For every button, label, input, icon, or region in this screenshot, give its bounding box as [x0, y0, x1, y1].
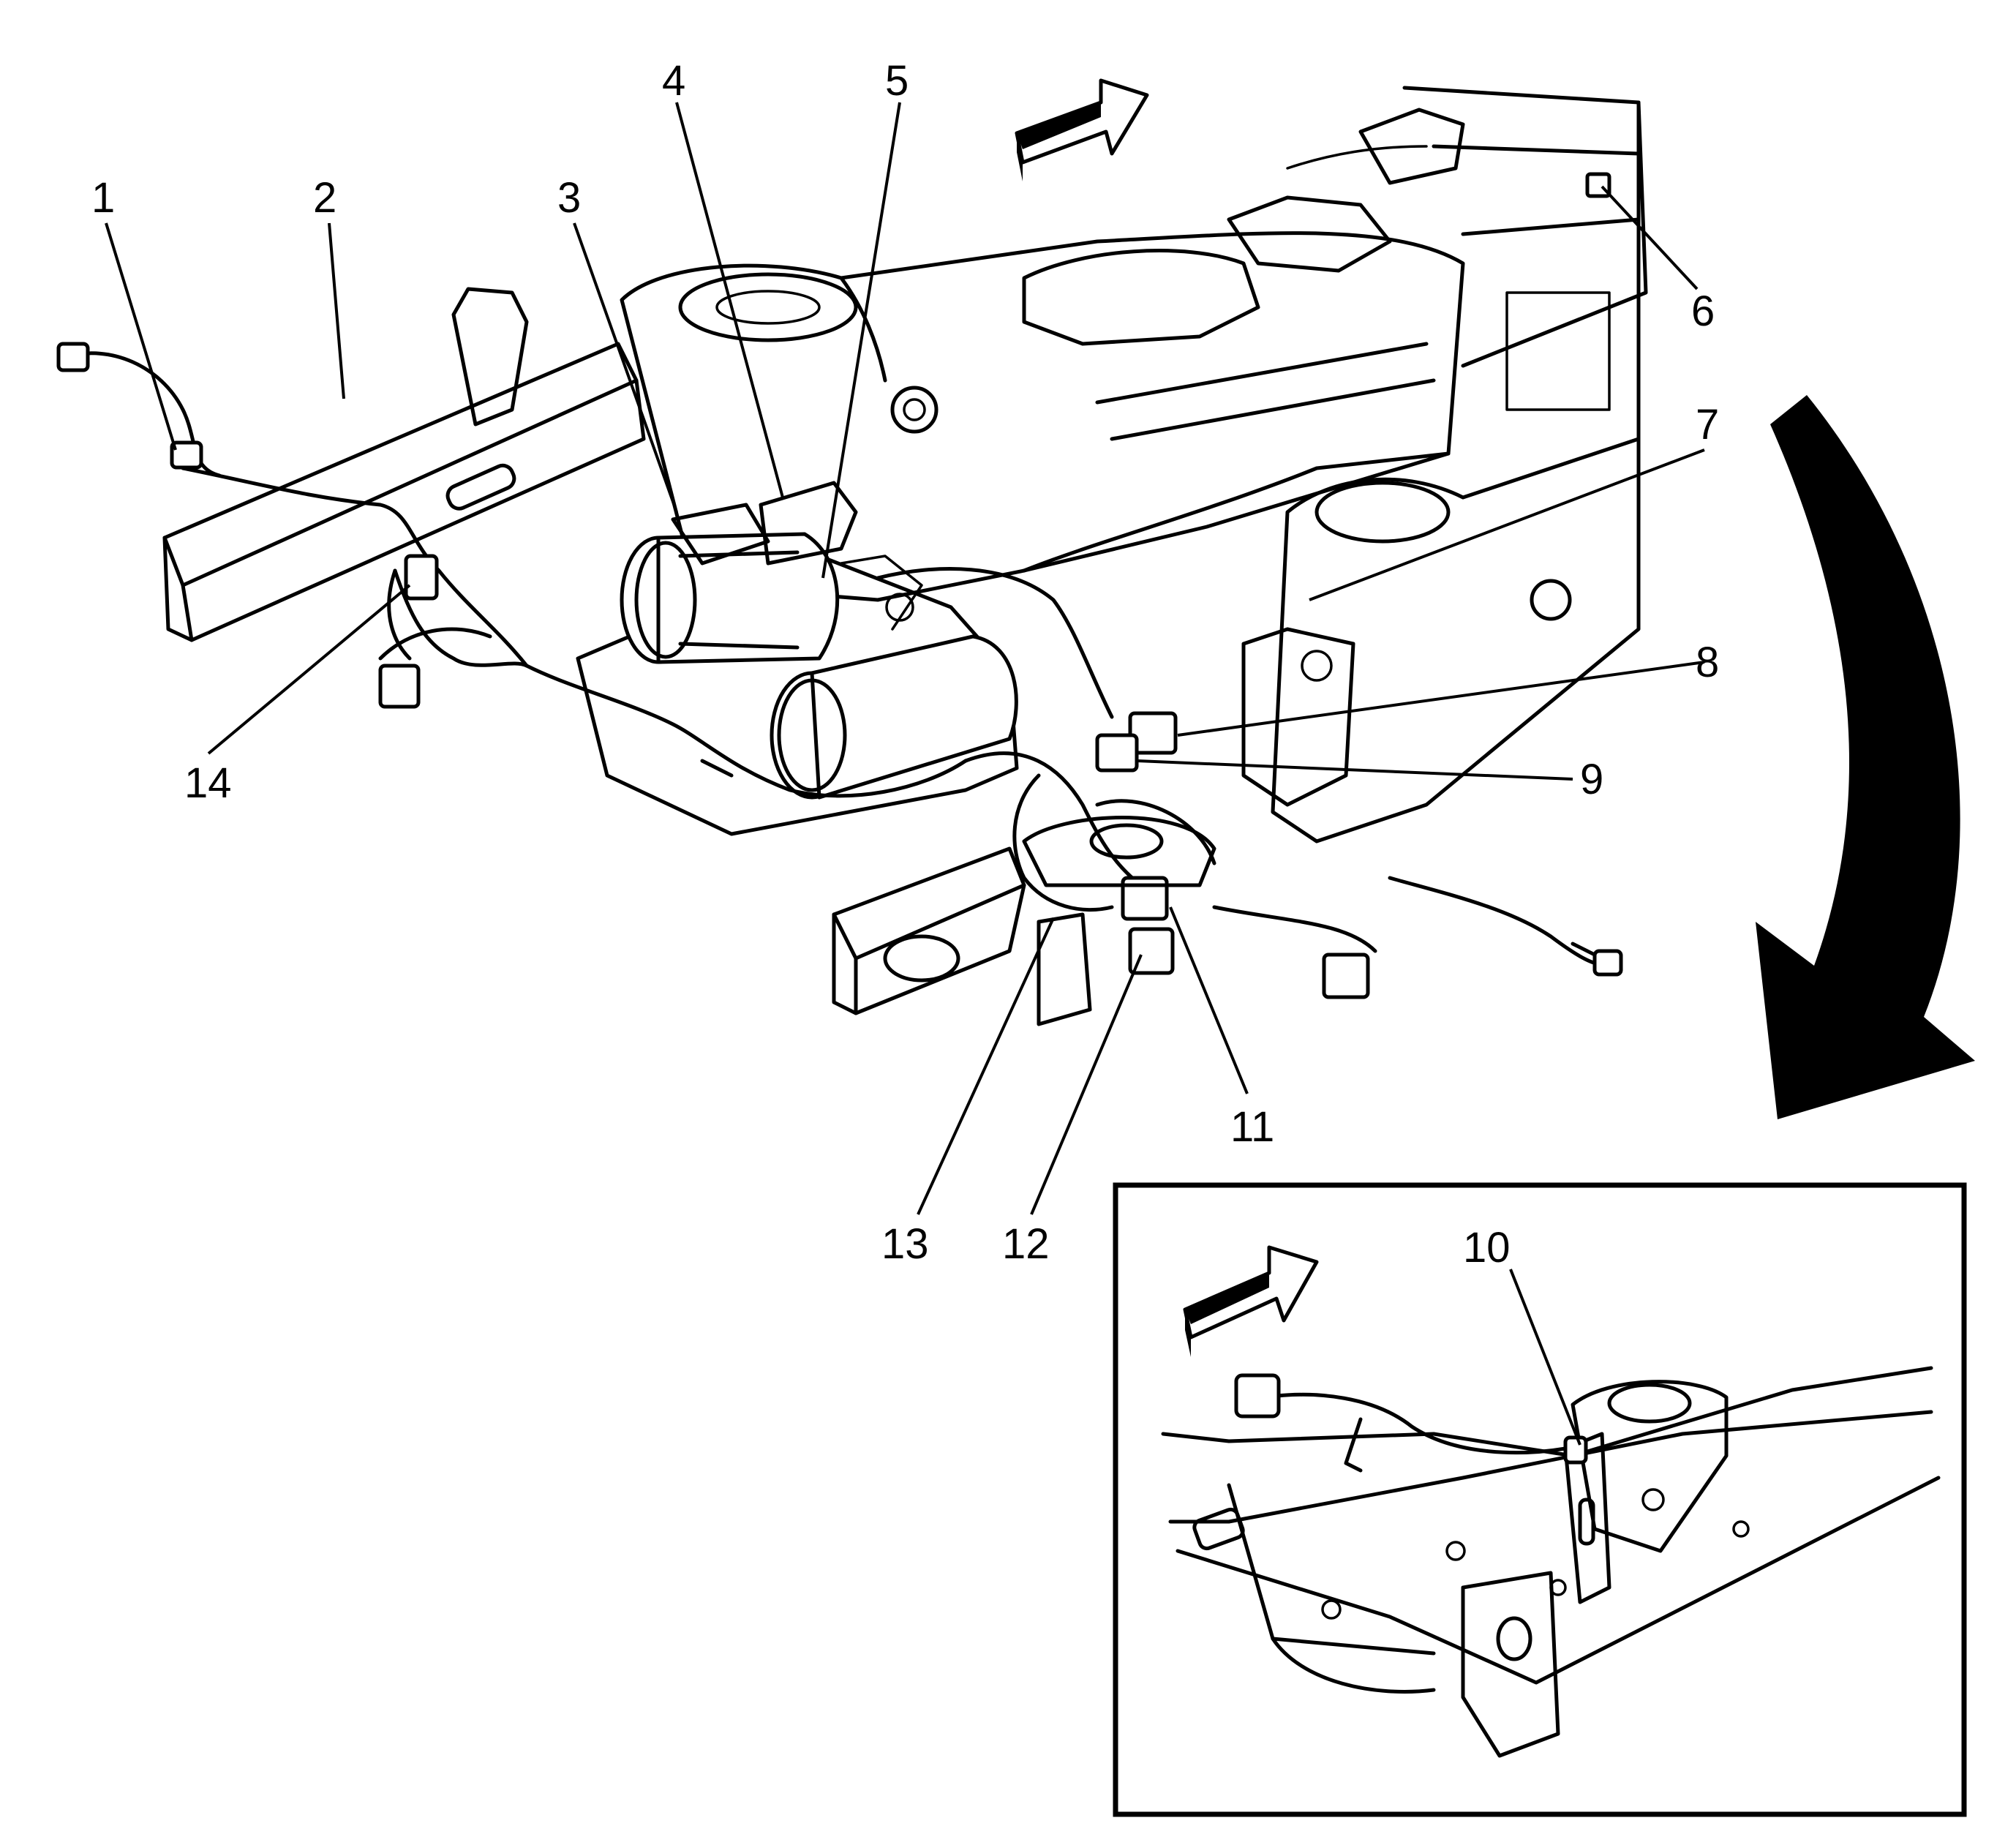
detail-harness — [1234, 1373, 1588, 1473]
detail-front-direction-arrow — [1183, 1245, 1319, 1357]
leader-14 — [207, 584, 411, 755]
callout-1: 1 — [91, 174, 115, 222]
callout-6: 6 — [1691, 288, 1715, 335]
callout-3: 3 — [557, 174, 581, 222]
callout-10: 10 — [1463, 1224, 1511, 1271]
callout-12: 12 — [1002, 1220, 1050, 1268]
callout-7: 7 — [1696, 401, 1719, 448]
front-direction-arrow — [1015, 78, 1149, 181]
front-crossmember — [832, 816, 1216, 1026]
leader-2 — [328, 222, 345, 399]
detail-spring-bracket — [1461, 1380, 1729, 1758]
detail-frame — [1113, 1182, 1967, 1817]
rear-frame-section — [1241, 437, 1641, 844]
callout-5: 5 — [885, 57, 909, 105]
leader-11 — [1169, 906, 1249, 1094]
leader-6 — [1601, 185, 1699, 290]
callout-13: 13 — [881, 1220, 929, 1268]
leader-1 — [105, 222, 177, 451]
detail-transition-arrow — [1756, 395, 1975, 1119]
leader-9 — [1137, 759, 1573, 781]
callout-9: 9 — [1580, 756, 1603, 803]
wiring-harness — [64, 351, 1619, 968]
detail-clip — [1563, 1435, 1588, 1465]
leader-4 — [675, 102, 784, 498]
callout-2: 2 — [313, 174, 336, 222]
callout-8: 8 — [1696, 639, 1719, 686]
leader-12 — [1030, 954, 1143, 1215]
leader-lines-main — [105, 102, 1705, 1215]
leader-3 — [573, 222, 678, 513]
air-compressor-assembly — [576, 481, 1019, 836]
rear-crossmember-left — [162, 287, 646, 642]
leader-10 — [1509, 1269, 1581, 1446]
main-view: 1 2 3 4 5 6 7 8 9 11 12 13 14 — [56, 57, 1719, 1268]
right-frame-rail — [1402, 86, 1648, 441]
detail-connector — [1234, 1373, 1281, 1419]
callouts-main: 1 2 3 4 5 6 7 8 9 11 12 13 14 — [91, 57, 1719, 1268]
leader-13 — [917, 917, 1055, 1215]
fuel-tank-body — [620, 231, 1465, 602]
callout-14: 14 — [184, 759, 232, 807]
detail-inset: 10 — [1113, 1182, 1967, 1817]
callout-11: 11 — [1230, 1103, 1274, 1151]
harness-connectors — [56, 172, 1623, 999]
leader-5 — [821, 102, 901, 579]
leader-8 — [1177, 661, 1705, 737]
callout-4: 4 — [662, 57, 685, 105]
leader-7 — [1309, 448, 1705, 601]
fuel-pump-module — [1022, 108, 1465, 346]
